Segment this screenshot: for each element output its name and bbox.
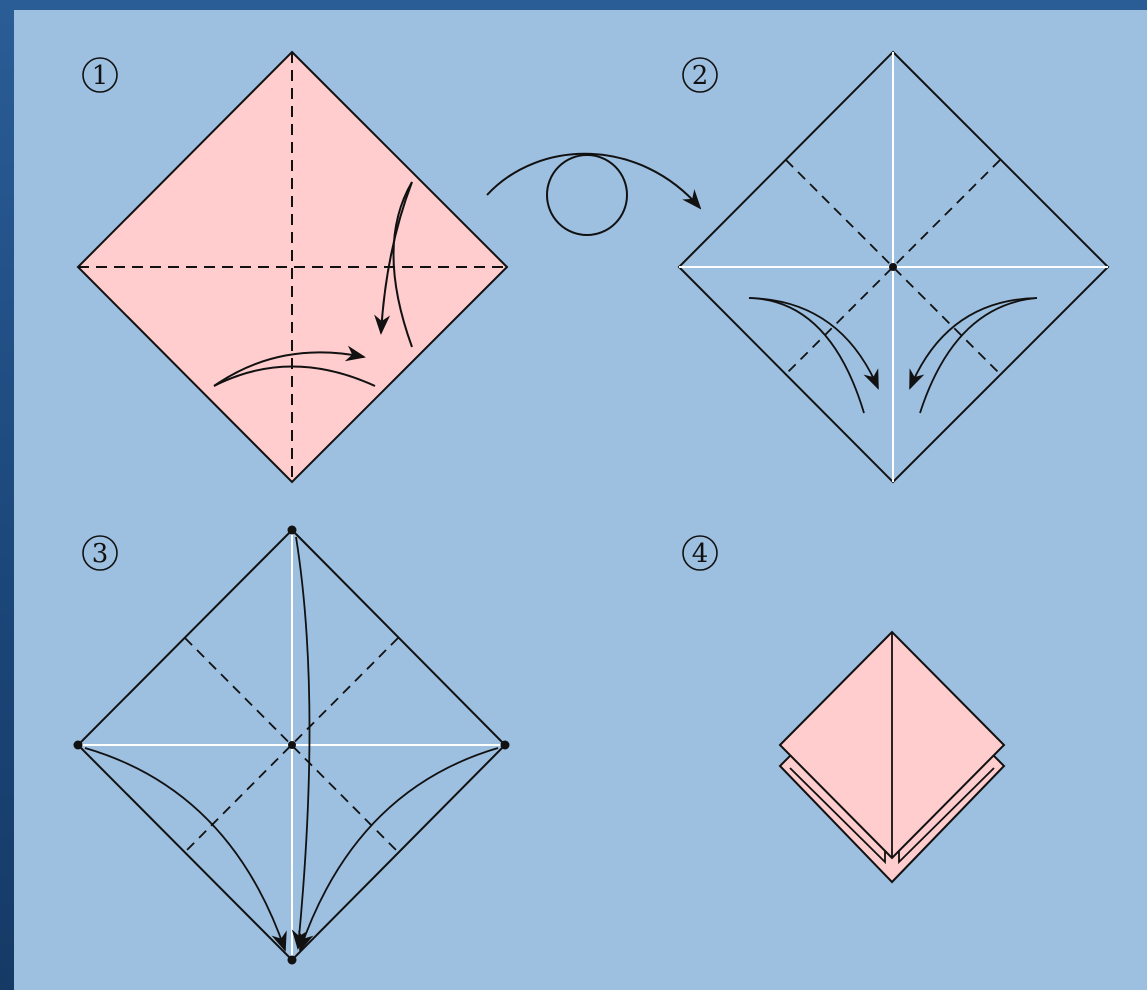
center-point bbox=[889, 263, 897, 271]
step-1-label: 1 bbox=[92, 61, 109, 91]
fold-arrow-icon bbox=[291, 536, 311, 950]
step-3: 3 bbox=[73, 525, 510, 965]
fold-arrow-icon bbox=[748, 297, 879, 414]
step-number-1: 1 bbox=[82, 57, 118, 93]
step-2: 2 bbox=[677, 50, 1110, 484]
step-2-label: 2 bbox=[692, 61, 709, 91]
paper-square-pink bbox=[76, 50, 509, 484]
step-1: 1 bbox=[76, 50, 509, 484]
fold-arrow-icon bbox=[298, 747, 499, 952]
fold-arrow-icon bbox=[374, 181, 413, 348]
turn-over-icon bbox=[486, 152, 702, 236]
step-4-label: 4 bbox=[692, 539, 709, 569]
center-point bbox=[288, 741, 296, 749]
fold-arrow-icon bbox=[84, 747, 287, 952]
step-number-4: 4 bbox=[682, 535, 718, 571]
corner-point-top bbox=[287, 525, 297, 535]
corner-point-right bbox=[500, 740, 510, 750]
step-number-3: 3 bbox=[82, 535, 118, 571]
corner-point-left bbox=[73, 740, 83, 750]
fold-arrow-icon bbox=[213, 345, 376, 387]
step-4: 4 bbox=[682, 535, 1006, 884]
corner-point-bottom bbox=[287, 955, 297, 965]
fold-arrow-icon bbox=[909, 297, 1038, 414]
step-3-label: 3 bbox=[92, 539, 109, 569]
step-number-2: 2 bbox=[682, 57, 718, 93]
